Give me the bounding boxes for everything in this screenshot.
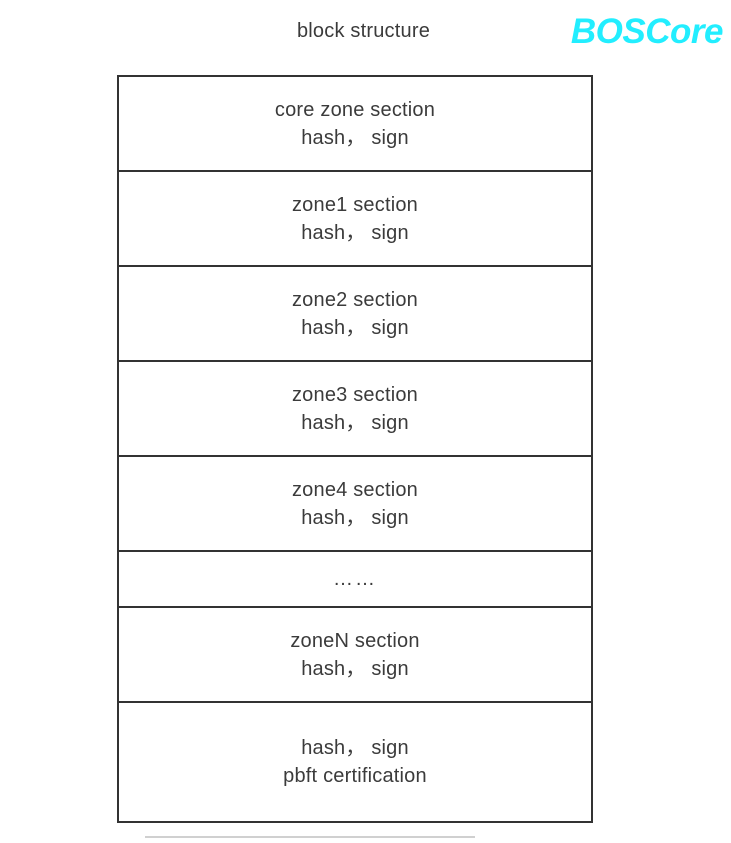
block-row-line-2: hash， sign [301,316,409,339]
block-row-zoneN-section: zoneN section hash， sign [119,608,591,703]
block-row-pbft-section: hash， sign pbft certification [119,703,591,821]
block-row-line-1: zone3 section [291,383,419,406]
block-row-line-2: pbft certification [283,765,427,787]
block-row-zone1-section: zone1 section hash， sign [119,172,591,267]
block-row-line-2: hash， sign [301,506,409,529]
block-row-line-1: core zone section [274,98,436,121]
block-row-line-2: hash， sign [301,221,409,244]
page-title: block structure [296,20,431,42]
block-row-line-1: zoneN section [290,629,420,652]
block-row-line-2: hash， sign [301,657,409,680]
block-row-line-1: …… [333,568,377,590]
block-row-zone4-section: zone4 section hash， sign [119,457,591,552]
boscore-logo: BOSCore [570,12,724,51]
block-row-line-1: hash， sign [301,737,409,759]
block-row-zone2-section: zone2 section hash， sign [119,267,591,362]
block-row-line-1: zone4 section [291,478,419,501]
block-row-line-1: zone1 section [291,193,419,216]
block-row-ellipsis-section: …… [119,552,591,608]
block-row-zone3-section: zone3 section hash， sign [119,362,591,457]
bottom-divider [145,836,475,838]
block-row-line-1: zone2 section [291,288,419,311]
diagram-header: block structure BOSCore [0,0,731,70]
block-row-line-2: hash， sign [301,411,409,434]
block-row-line-2: hash， sign [301,126,409,149]
block-row-core-zone-section: core zone section hash， sign [119,77,591,172]
